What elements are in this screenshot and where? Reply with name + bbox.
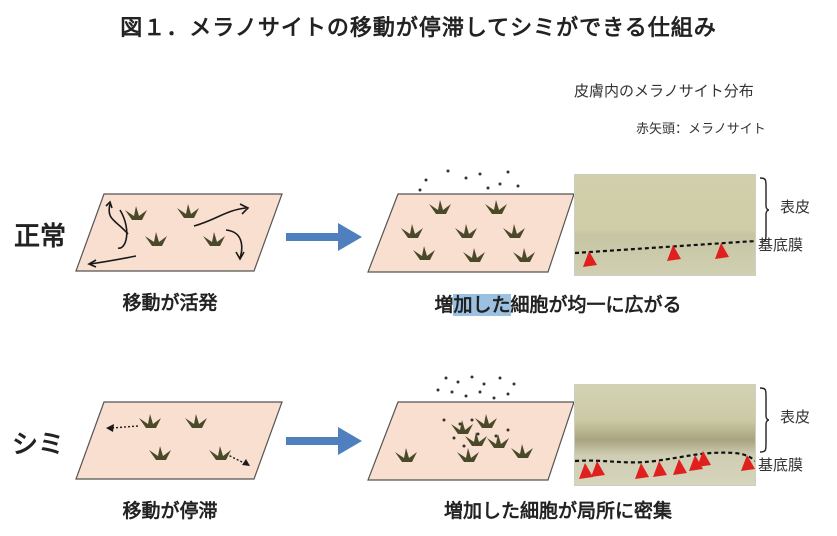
panel-spot-after xyxy=(367,375,575,481)
marker-caption: 赤矢頭：メラノサイト xyxy=(636,122,766,137)
caption-highlight: 加した xyxy=(453,294,511,316)
flow-arrow-icon xyxy=(286,223,362,251)
melanocyte-icon xyxy=(139,414,231,460)
melanocyte-icon xyxy=(395,414,533,462)
label-epidermis-spot: 表皮 xyxy=(780,408,811,426)
row-label-normal: 正常 xyxy=(14,222,67,252)
label-basement-normal: 基底膜 xyxy=(758,236,804,254)
caption-part-a: 増 xyxy=(434,294,454,316)
movement-arrow-icon xyxy=(87,200,250,268)
bracket-icon xyxy=(759,387,770,453)
panel-normal-before xyxy=(75,193,283,272)
movement-arrow-icon xyxy=(111,425,247,465)
bracket-icon xyxy=(759,177,770,243)
caption-spot-left: 移動が停滞 xyxy=(122,500,218,522)
dots xyxy=(418,169,520,192)
caption-spot-right: 増加した細胞が局所に密集 xyxy=(443,500,672,522)
panel-spot-before xyxy=(75,401,283,480)
melanocyte-icon xyxy=(125,204,225,246)
red-arrowhead-icon xyxy=(583,243,729,267)
label-basement-spot: 基底膜 xyxy=(758,456,804,474)
micro-overlay xyxy=(575,239,755,267)
caption-normal-left: 移動が活発 xyxy=(122,292,218,314)
caption-part-b: 細胞が均一に広がる xyxy=(510,294,682,316)
micro-overlay xyxy=(575,451,755,479)
micro-caption: 皮膚内のメラノサイト分布 xyxy=(574,82,754,100)
micrograph-spot xyxy=(574,384,756,486)
panel-normal-after xyxy=(367,169,575,273)
melanocyte-icon xyxy=(401,200,535,262)
figure-title: 図１．メラノサイトの移動が停滞してシミができる仕組み xyxy=(120,16,717,41)
label-epidermis-normal: 表皮 xyxy=(780,198,811,216)
row-label-spot: シミ xyxy=(12,430,65,460)
flow-arrow-icon xyxy=(286,427,362,455)
red-arrowhead-icon xyxy=(579,451,755,479)
micrograph-normal xyxy=(574,174,756,276)
caption-normal-right: 増加した細胞が均一に広がる xyxy=(378,290,738,317)
